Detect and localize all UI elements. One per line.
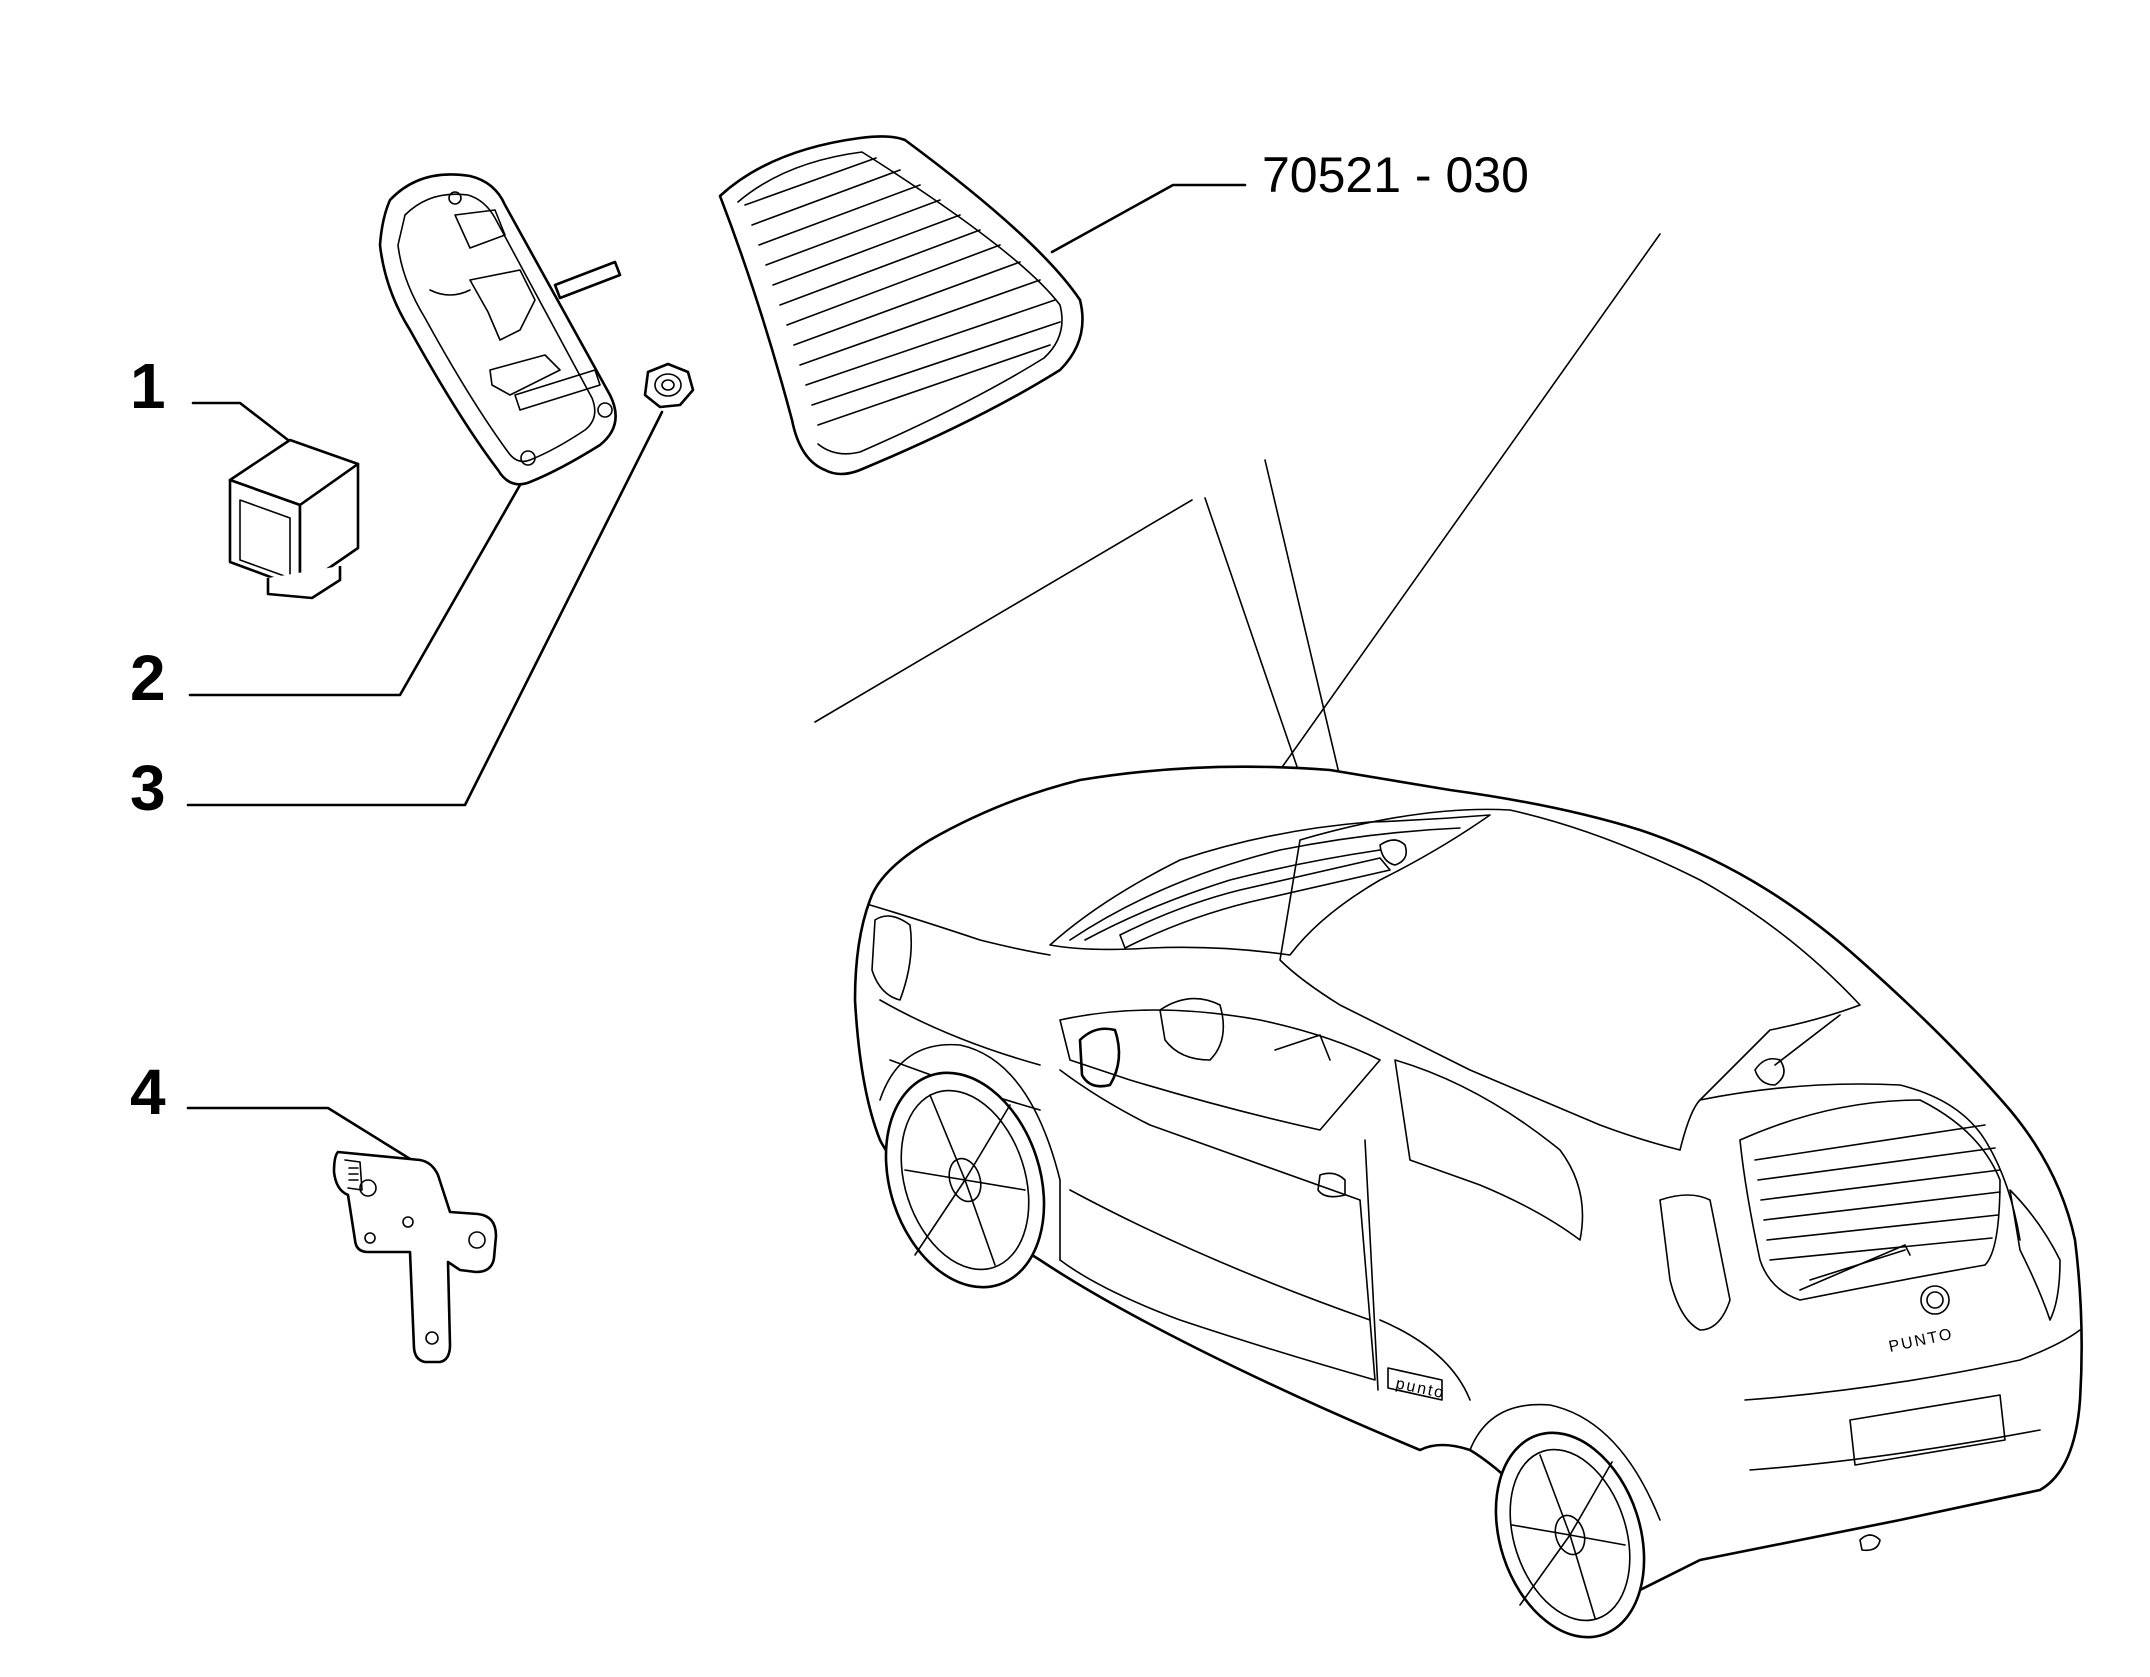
reference-code-leader: [1050, 183, 1247, 254]
callout-number-3: 3: [130, 752, 166, 824]
car-illustration: punto PUNTO: [853, 765, 2083, 1639]
callout-leader-2: [188, 483, 522, 697]
callout-number-1: 1: [130, 350, 166, 422]
callout-number-2: 2: [130, 642, 166, 714]
front-wheel: [884, 1071, 1046, 1289]
rear-windscreen-glass: [718, 135, 1084, 476]
part-4-mounting-plate: [332, 1150, 498, 1364]
callout-number-4: 4: [130, 1056, 166, 1128]
callout-leader-4: [186, 1106, 417, 1164]
callout-leader-3: [186, 410, 664, 807]
side-mirror: [1078, 1027, 1121, 1088]
part-3-hex-nut: [643, 362, 695, 409]
rear-emblem: [1920, 1285, 1950, 1315]
callout-leader-1: [191, 401, 290, 442]
projection-lines: [814, 233, 1661, 821]
part-1-module: [228, 438, 360, 600]
roof-antenna: [1754, 1057, 1785, 1086]
part-2-wiper-motor-bracket: [378, 173, 622, 486]
rear-wheel: [1494, 1431, 1646, 1639]
reference-code-label: 70521 - 030: [1262, 147, 1529, 203]
